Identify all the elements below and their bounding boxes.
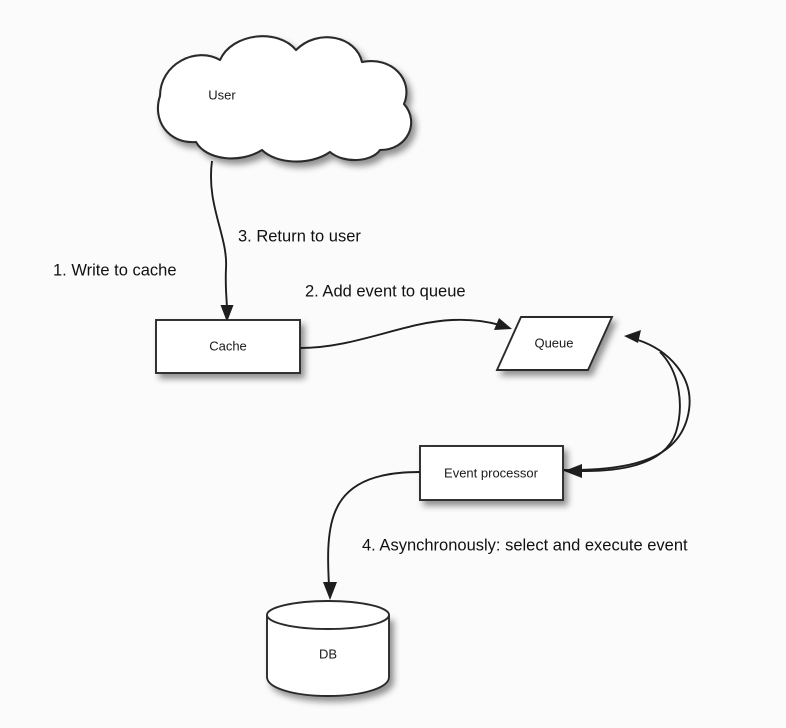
node-db[interactable]: DB <box>266 600 390 697</box>
node-db-label: DB <box>319 646 337 661</box>
step-label-4: 4. Asynchronously: select and execute ev… <box>362 536 688 554</box>
db-cylinder-top <box>266 600 390 630</box>
edge-user-to-cache <box>210 160 234 322</box>
db-cylinder-body <box>266 615 390 697</box>
edge-queue-to-processor-line <box>577 351 681 472</box>
node-cache[interactable]: Cache <box>155 319 301 374</box>
edge-processor-to-queue-line <box>562 339 691 471</box>
user-cloud-shape <box>156 35 413 163</box>
edge-processor-to-db-line <box>327 471 421 587</box>
edge-user-to-cache-arrowhead <box>220 305 234 322</box>
node-event-processor[interactable]: Event processor <box>419 445 564 501</box>
edge-cache-to-queue-line <box>299 318 501 349</box>
edge-processor-to-db <box>323 471 421 600</box>
event-processor-rect-shape <box>419 445 564 501</box>
cache-rect-shape <box>155 319 301 374</box>
node-user[interactable]: User <box>156 35 413 163</box>
node-cache-label: Cache <box>209 338 247 353</box>
node-event-processor-label: Event processor <box>444 465 539 480</box>
edge-processor-to-db-arrowhead <box>323 582 337 600</box>
step-label-2: 2. Add event to queue <box>305 282 466 300</box>
edge-cache-to-queue-arrowhead <box>494 318 512 330</box>
node-queue[interactable]: Queue <box>495 316 614 371</box>
node-user-label: User <box>208 87 236 102</box>
step-label-1: 1. Write to cache <box>53 261 177 279</box>
edge-queue-to-processor-arrowhead <box>564 464 582 478</box>
node-queue-label: Queue <box>534 335 573 350</box>
edge-user-to-cache-line <box>210 160 228 312</box>
edge-queue-to-processor <box>564 351 681 478</box>
edge-cache-to-queue <box>299 318 512 349</box>
edge-processor-to-queue <box>562 330 691 471</box>
queue-parallelogram-shape <box>495 316 614 371</box>
step-label-3: 3. Return to user <box>238 227 361 245</box>
edge-processor-to-queue-arrowhead <box>624 330 641 343</box>
